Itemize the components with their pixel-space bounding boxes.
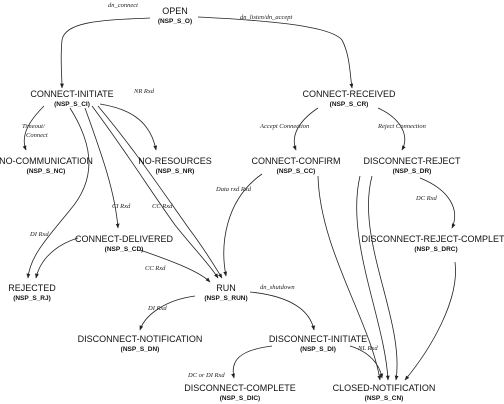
edge-ci-to-run-2 — [97, 105, 223, 279]
state-disconnect-initiate: DISCONNECT-INITIATE (NSP_S_DI) — [269, 334, 367, 353]
edge-label-timeout: Timeout/ — [22, 123, 46, 130]
state-disconnect-initiate-name: DISCONNECT-INITIATE — [269, 334, 367, 344]
edge-labels: dn_connect dn_listen/dn_accept NR Rxd Ti… — [22, 2, 438, 379]
states: OPEN (NSP_S_O) CONNECT-INITIATE (NSP_S_C… — [0, 6, 504, 402]
state-disconnect-notification-code: (NSP_S_DN) — [121, 346, 160, 353]
edge-dr-to-drc — [419, 177, 456, 229]
state-connect-delivered-name: CONNECT-DELIVERED — [75, 234, 174, 244]
edge-dr-to-closed-notification-2 — [368, 175, 399, 381]
edge-label-nl-rxd: NL Rxd — [357, 345, 378, 352]
state-connect-delivered-code: (NSP_S_CD) — [105, 246, 144, 253]
edge-dr-to-closed-notification — [356, 175, 390, 381]
edges — [22, 16, 456, 381]
state-run: RUN (NSP_S_RUN) — [204, 283, 247, 302]
state-closed-notification: CLOSED-NOTIFICATION (NSP_S_CN) — [333, 383, 436, 402]
state-connect-received-code: (NSP_S_CR) — [330, 101, 369, 108]
edge-ci-to-no-resources — [99, 103, 158, 151]
edge-drc-to-closed-notification — [404, 261, 456, 381]
edge-cr-to-connect-confirm — [292, 107, 319, 151]
edge-ci-to-no-communication — [22, 105, 45, 151]
edge-cr-to-disconnect-reject — [377, 107, 406, 151]
state-open-code: (NSP_S_O) — [158, 18, 192, 25]
state-connect-received: CONNECT-RECEIVED (NSP_S_CR) — [302, 89, 396, 108]
state-open: OPEN (NSP_S_O) — [158, 6, 192, 25]
state-open-name: OPEN — [162, 6, 188, 16]
state-disconnect-reject-complete-code: (NSP_S_DRC) — [414, 246, 457, 253]
state-disconnect-complete-name: DISCONNECT-COMPLETE — [184, 383, 296, 393]
state-disconnect-reject: DISCONNECT-REJECT (NSP_S_DR) — [363, 156, 461, 175]
edge-ci-to-run — [91, 105, 219, 279]
state-no-communication-name: NO-COMMUNICATION — [0, 156, 93, 166]
state-disconnect-complete: DISCONNECT-COMPLETE (NSP_S_DIC) — [184, 383, 296, 402]
state-no-communication: NO-COMMUNICATION (NSP_S_NC) — [0, 156, 93, 175]
edge-run-to-disconnect-initiate — [249, 291, 316, 331]
edge-ci-to-rejected — [26, 107, 90, 279]
edge-label-dn-listen-accept: dn_listen/dn_accept — [240, 14, 293, 21]
state-disconnect-initiate-code: (NSP_S_DI) — [300, 346, 336, 353]
state-connect-initiate-code: (NSP_S_CI) — [54, 101, 90, 108]
state-run-code: (NSP_S_RUN) — [204, 295, 247, 302]
state-connect-delivered: CONNECT-DELIVERED (NSP_S_CD) — [75, 234, 174, 253]
state-connect-initiate: CONNECT-INITIATE (NSP_S_CI) — [30, 89, 113, 108]
edge-label-di-rxd-2: DI Rxd — [147, 305, 167, 312]
edge-di-to-disconnect-complete — [231, 345, 273, 379]
edge-label-dc-or-di-rxd: DC or DI Rxd — [187, 372, 225, 379]
state-rejected: REJECTED (NSP_S_RJ) — [8, 283, 56, 302]
edge-ci-to-connect-delivered — [84, 107, 120, 229]
state-no-communication-code: (NSP_S_NC) — [27, 168, 66, 175]
state-connect-received-name: CONNECT-RECEIVED — [302, 89, 396, 99]
state-disconnect-reject-complete: DISCONNECT-REJECT-COMPLETE (NSP_S_DRC) — [361, 234, 504, 253]
edge-label-nr-rxd: NR Rxd — [133, 88, 155, 95]
edge-run-to-disconnect-notification — [139, 295, 196, 331]
state-no-resources-name: NO-RESOURCES — [138, 156, 212, 166]
edge-label-cc-rxd-1: CC Rxd — [152, 203, 173, 210]
state-closed-notification-code: (NSP_S_CN) — [365, 395, 404, 402]
state-disconnect-notification: DISCONNECT-NOTIFICATION (NSP_S_DN) — [78, 334, 203, 353]
edge-label-dn-shutdown: dn_shutdown — [260, 284, 295, 291]
edge-label-connect: Connect — [26, 132, 48, 139]
edge-cd-to-rejected — [35, 237, 79, 279]
state-connect-initiate-name: CONNECT-INITIATE — [30, 89, 113, 99]
state-disconnect-reject-name: DISCONNECT-REJECT — [363, 156, 461, 166]
state-no-resources: NO-RESOURCES (NSP_S_NR) — [138, 156, 212, 175]
edge-open-to-connect-initiate — [60, 17, 151, 89]
state-connect-confirm: CONNECT-CONFIRM (NSP_S_CC) — [252, 156, 341, 175]
state-run-name: RUN — [216, 283, 236, 293]
edge-label-di-rxd-1: DI Rxd — [29, 231, 49, 238]
edge-open-to-connect-received — [197, 16, 354, 89]
edge-cc-to-run — [223, 173, 263, 277]
edge-label-cc-rxd-2: CC Rxd — [145, 265, 166, 272]
edge-label-accept-connection: Accept Connection — [259, 123, 309, 130]
state-connect-confirm-name: CONNECT-CONFIRM — [252, 156, 341, 166]
edge-label-reject-connection: Reject Connection — [377, 123, 426, 130]
edge-cc-to-closed-notification — [317, 175, 382, 381]
edge-di-to-closed-notification — [349, 345, 384, 379]
state-rejected-code: (NSP_S_RJ) — [13, 295, 51, 302]
state-rejected-name: REJECTED — [8, 283, 56, 293]
state-disconnect-notification-name: DISCONNECT-NOTIFICATION — [78, 334, 203, 344]
edge-cd-to-run — [139, 249, 211, 283]
edge-label-dn-connect: dn_connect — [108, 2, 138, 9]
state-no-resources-code: (NSP_S_NR) — [156, 168, 195, 175]
edge-label-ci-rxd: CI Rxd — [112, 203, 131, 210]
edge-label-data-rxd: Data rxd Rxd — [215, 186, 252, 193]
state-connect-confirm-code: (NSP_S_CC) — [277, 168, 316, 175]
state-disconnect-reject-code: (NSP_S_DR) — [393, 168, 432, 175]
state-disconnect-complete-code: (NSP_S_DIC) — [220, 395, 260, 402]
state-disconnect-reject-complete-name: DISCONNECT-REJECT-COMPLETE — [361, 234, 504, 244]
edge-label-dc-rxd: DC Rxd — [415, 195, 438, 202]
state-closed-notification-name: CLOSED-NOTIFICATION — [333, 383, 436, 393]
